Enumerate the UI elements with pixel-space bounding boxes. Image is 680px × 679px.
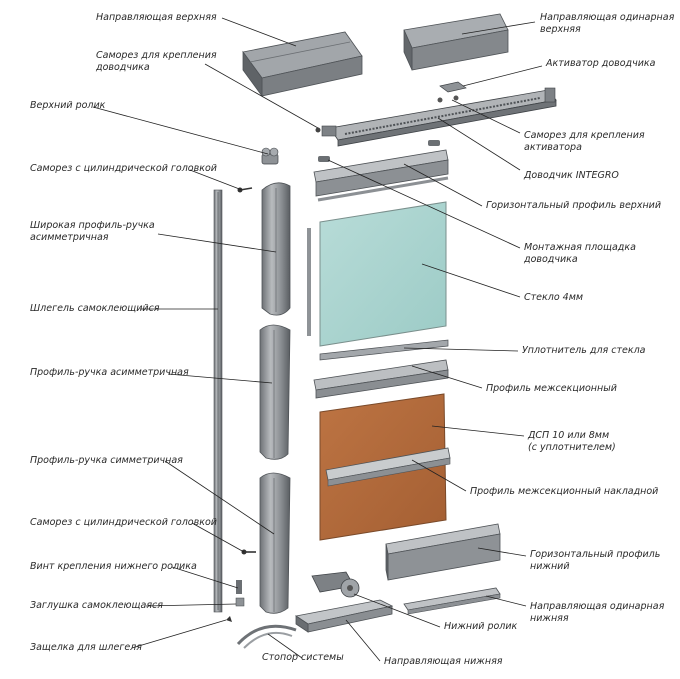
horizontal-bottom-profile-part [385, 523, 501, 581]
bottom-small-parts [226, 549, 256, 622]
label-plug: Заглушка самоклеющаяся [30, 600, 163, 611]
label-dsp: ДСП 10 или 8мм (с уплотнителем) [528, 430, 616, 453]
label-screw-cyl-bottom: Саморез с цилиндрической головкой [30, 517, 217, 528]
single-top-guide-part [403, 13, 509, 71]
label-brush-seal: Шлегель самоклеющийся [30, 303, 160, 314]
label-top-roller: Верхний ролик [30, 100, 106, 111]
mid-profile-part [313, 359, 449, 399]
label-guide-bottom: Направляющая нижняя [384, 656, 503, 667]
label-mid-profile: Профиль межсекционный [486, 383, 617, 394]
label-mount-pad: Монтажная площадка доводчика [524, 242, 636, 265]
label-handle-asym: Профиль-ручка асимметричная [30, 367, 189, 378]
brush-seal-part [213, 189, 223, 613]
label-screw-bottom-roller: Винт крепления нижнего ролика [30, 561, 197, 572]
label-bottom-roller: Нижний ролик [444, 621, 518, 632]
leader-lines [92, 17, 543, 662]
horizontal-top-profile-part [313, 149, 449, 202]
label-activator: Активатор доводчика [546, 58, 656, 69]
wide-handle-profile-part [261, 182, 291, 316]
label-screw-closer: Саморез для крепления доводчика [96, 50, 217, 73]
label-latch: Защелка для шлегеля [30, 642, 142, 653]
label-handle-sym: Профиль-ручка симметричная [30, 455, 183, 466]
label-guide-single-bottom: Направляющая одинарная нижняя [530, 601, 665, 624]
glass-panel-part [307, 201, 447, 347]
asym-handle-profile-part [259, 324, 291, 460]
label-glass: Стекло 4мм [524, 292, 584, 303]
label-glass-seal: Уплотнитель для стекла [522, 345, 646, 356]
bottom-roller-part [311, 571, 360, 598]
single-bottom-guide-part [403, 587, 501, 615]
top-guide-part [242, 31, 363, 98]
stopper-part [236, 624, 297, 649]
mount-pad-part [318, 140, 440, 162]
dsp-panel-part [319, 393, 451, 541]
label-horiz-profile-top: Горизонтальный профиль верхний [486, 200, 662, 211]
label-closer-integro: Доводчик INTEGRO [524, 170, 619, 181]
label-screw-activator: Саморез для крепления активатора [524, 130, 645, 153]
bottom-guide-part [294, 599, 394, 633]
label-stopper: Стопор системы [262, 652, 344, 663]
activator-part [437, 81, 467, 103]
glass-seal-part [319, 339, 449, 361]
label-wide-handle: Широкая профиль-ручка асимметричная [30, 220, 155, 243]
top-screw-part [237, 187, 253, 193]
closer-integro-part [315, 87, 557, 147]
sym-handle-profile-part [259, 472, 291, 614]
label-mid-overlay: Профиль межсекционный накладной [470, 486, 659, 497]
label-guide-top: Направляющая верхняя [96, 12, 217, 23]
label-screw-cyl-top: Саморез с цилиндрической головкой [30, 163, 217, 174]
label-horiz-profile-bottom: Горизонтальный профиль нижний [530, 549, 661, 572]
top-roller-part [261, 147, 279, 165]
label-guide-single-top: Направляющая одинарная верхняя [540, 12, 675, 35]
